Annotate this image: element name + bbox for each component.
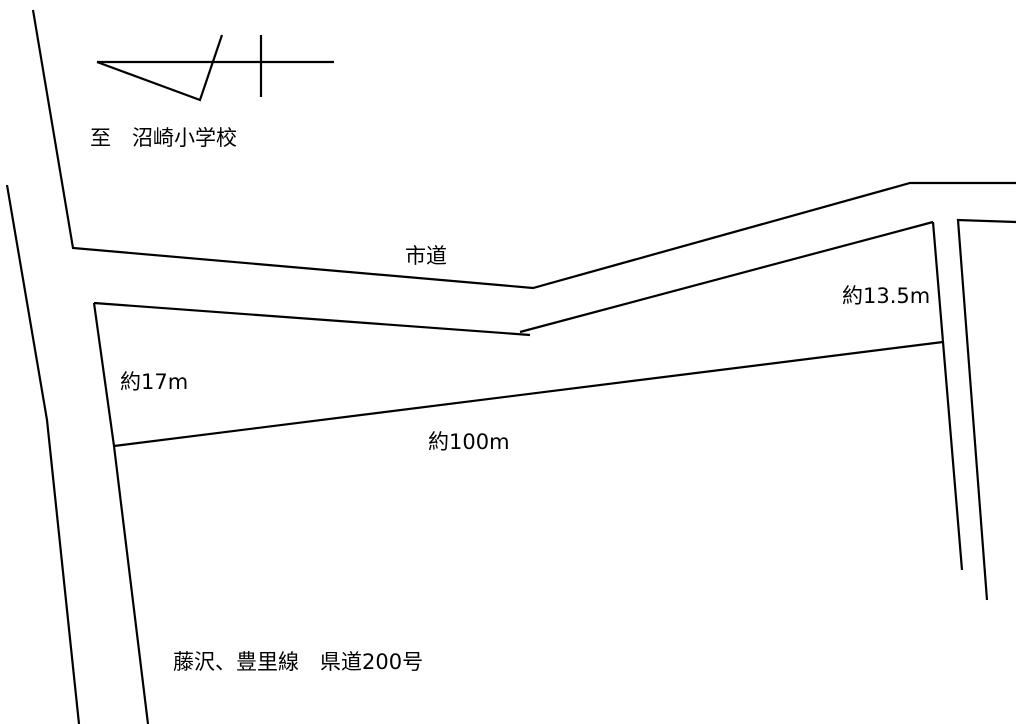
city-road-north-edge [31, 9, 1016, 290]
side-road-east-edge [956, 218, 1017, 601]
side-road-west-edge [931, 221, 964, 571]
north-arrow-icon [96, 34, 224, 102]
width-right-label: 約13.5m [842, 284, 931, 308]
prefectural-road-west-edge [5, 184, 81, 724]
prefectural-road-east-edge [92, 302, 150, 724]
city-road-label: 市道 [405, 244, 447, 268]
prefectural-road-label: 藤沢、豊里線 県道200号 [173, 650, 424, 674]
width-left-label: 約17m [120, 370, 189, 394]
city-road-south-edge-west [93, 301, 531, 337]
parcel-south-boundary [113, 340, 944, 448]
city-road-south-edge-east [519, 220, 934, 334]
length-label: 約100m [428, 430, 510, 454]
destination-label: 至 沼崎小学校 [90, 126, 237, 150]
